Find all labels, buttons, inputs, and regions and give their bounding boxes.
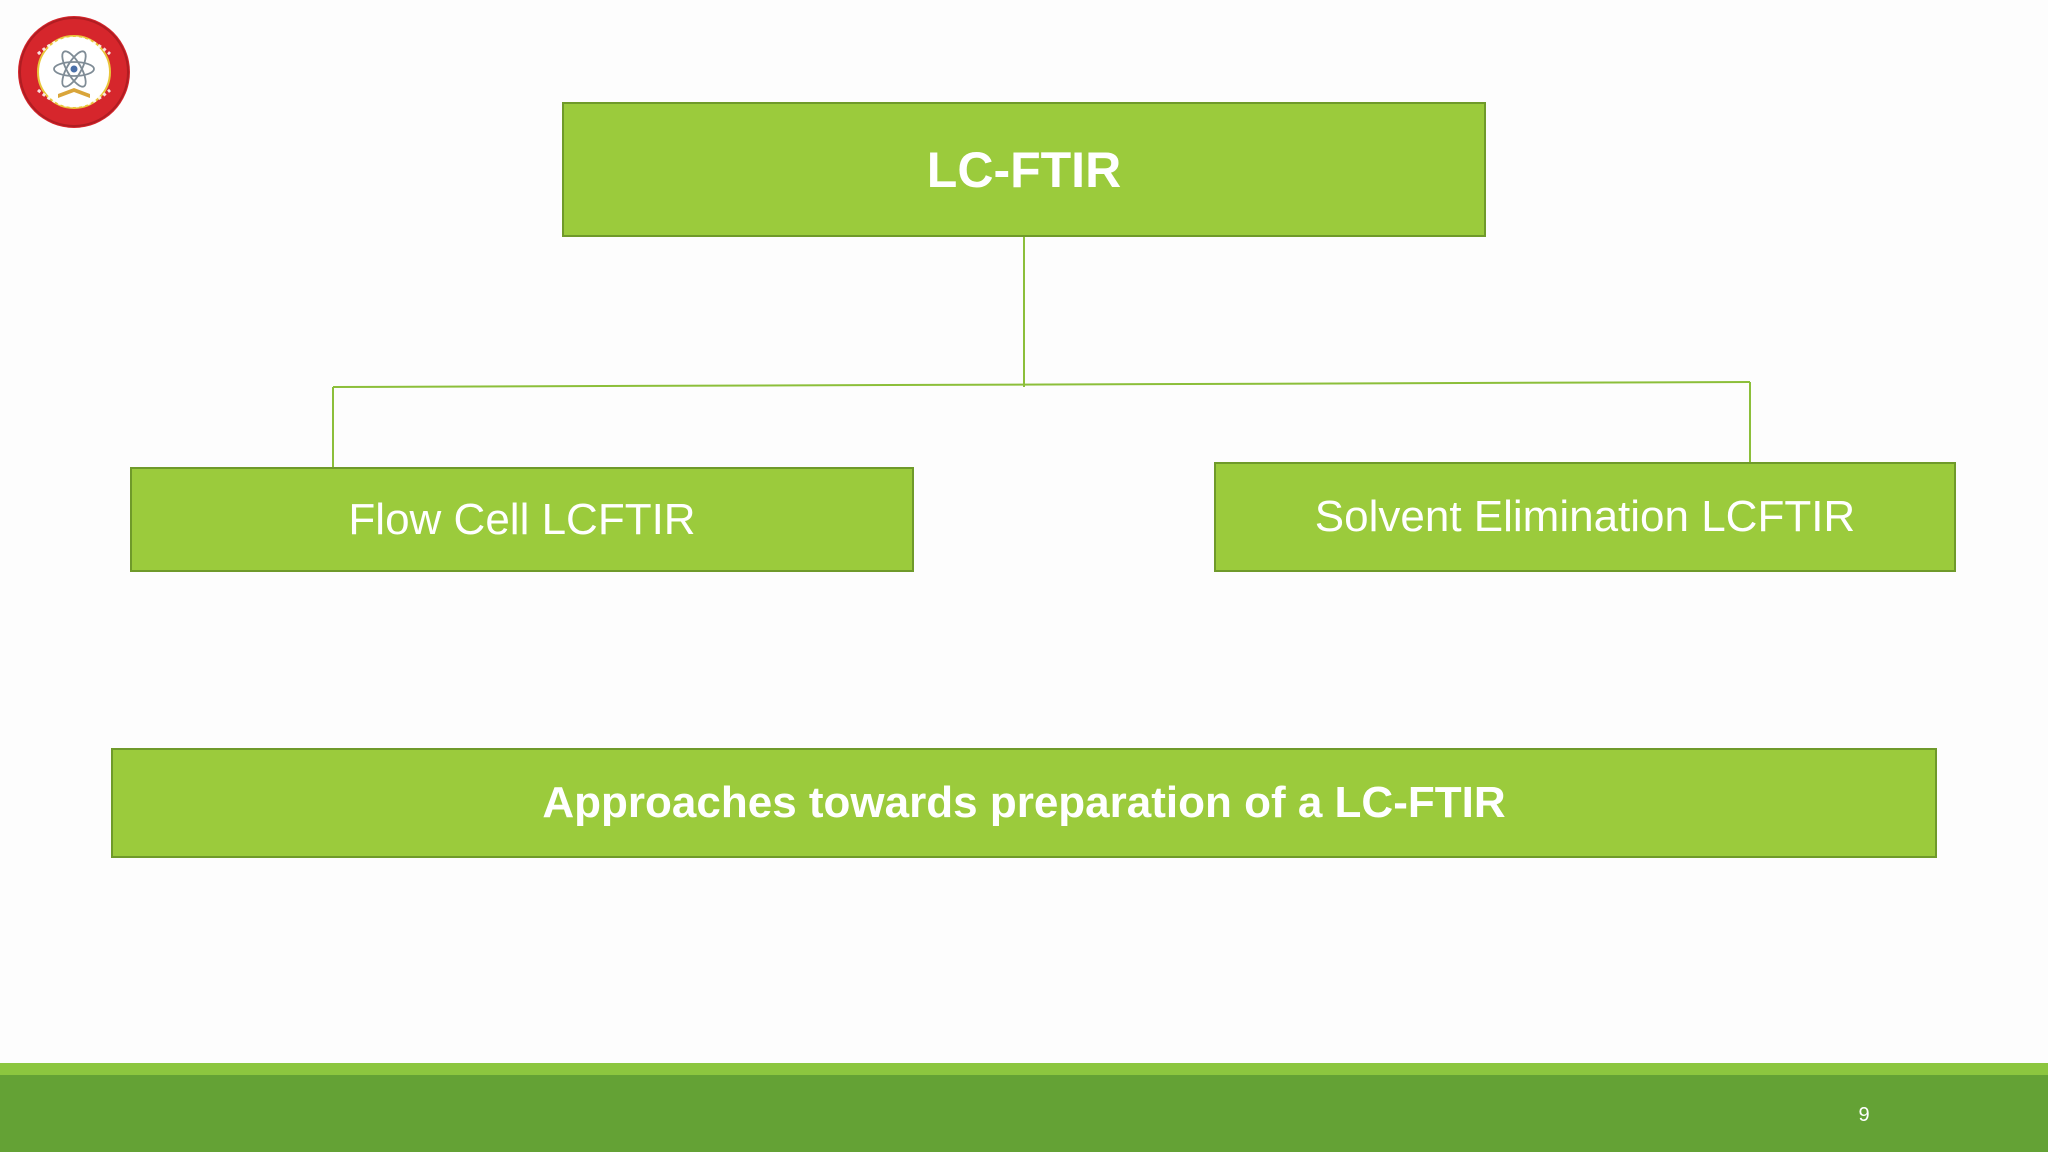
caption-label: Approaches towards preparation of a LC-F… xyxy=(542,778,1506,827)
child-node-label: Flow Cell LCFTIR xyxy=(348,494,696,544)
child-node-solvent-elimination: Solvent Elimination LCFTIR xyxy=(1214,462,1956,572)
child-node-flow-cell: Flow Cell LCFTIR xyxy=(130,467,914,572)
child-node-label: Solvent Elimination LCFTIR xyxy=(1314,492,1856,541)
institution-seal-icon xyxy=(18,16,130,128)
root-node-box: LC-FTIR xyxy=(562,102,1486,237)
root-node-label: LC-FTIR xyxy=(926,141,1122,198)
page-number: 9 xyxy=(1858,1104,1870,1126)
footer-band xyxy=(0,1075,2048,1152)
caption-box: Approaches towards preparation of a LC-F… xyxy=(111,748,1937,858)
footer-stripe xyxy=(0,1063,2048,1075)
connector-branch-line xyxy=(332,381,1751,388)
